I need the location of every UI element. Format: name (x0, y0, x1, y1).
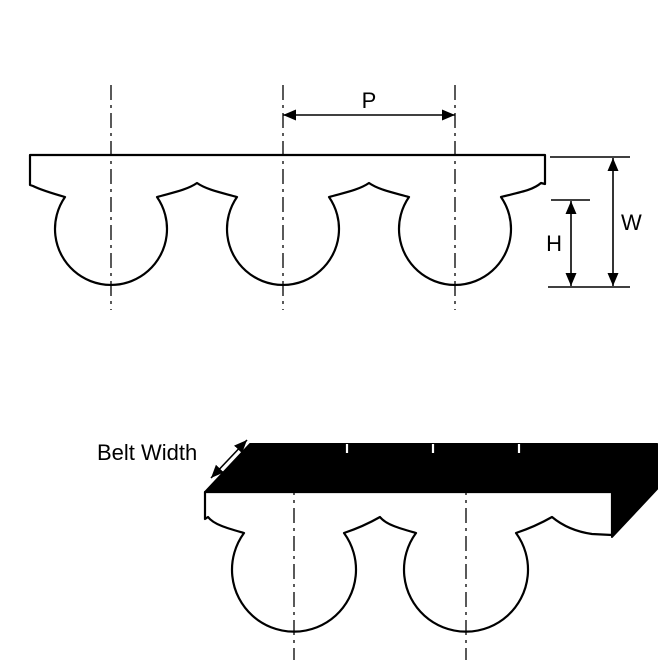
belt-top-face (204, 443, 658, 493)
top-face-tooth-ticks (345, 444, 521, 453)
profile-view: P W H (28, 85, 642, 310)
belt-width-dimension: Belt Width (97, 439, 248, 479)
overall-height-dimension: W (548, 156, 642, 288)
segment-view: Belt Width (97, 439, 658, 660)
tooth-height-label: H (546, 231, 562, 256)
belt-width-label: Belt Width (97, 440, 197, 465)
segment-centerlines (293, 480, 467, 660)
belt-front-face-outline (203, 490, 614, 633)
tooth-centerlines (110, 85, 456, 310)
pitch-dimension: P (283, 88, 455, 121)
overall-height-label: W (621, 210, 642, 235)
pitch-label: P (362, 88, 377, 113)
belt-width-arrow (210, 439, 248, 479)
belt-profile-outline (28, 153, 547, 287)
tooth-height-dimension: H (546, 199, 590, 286)
